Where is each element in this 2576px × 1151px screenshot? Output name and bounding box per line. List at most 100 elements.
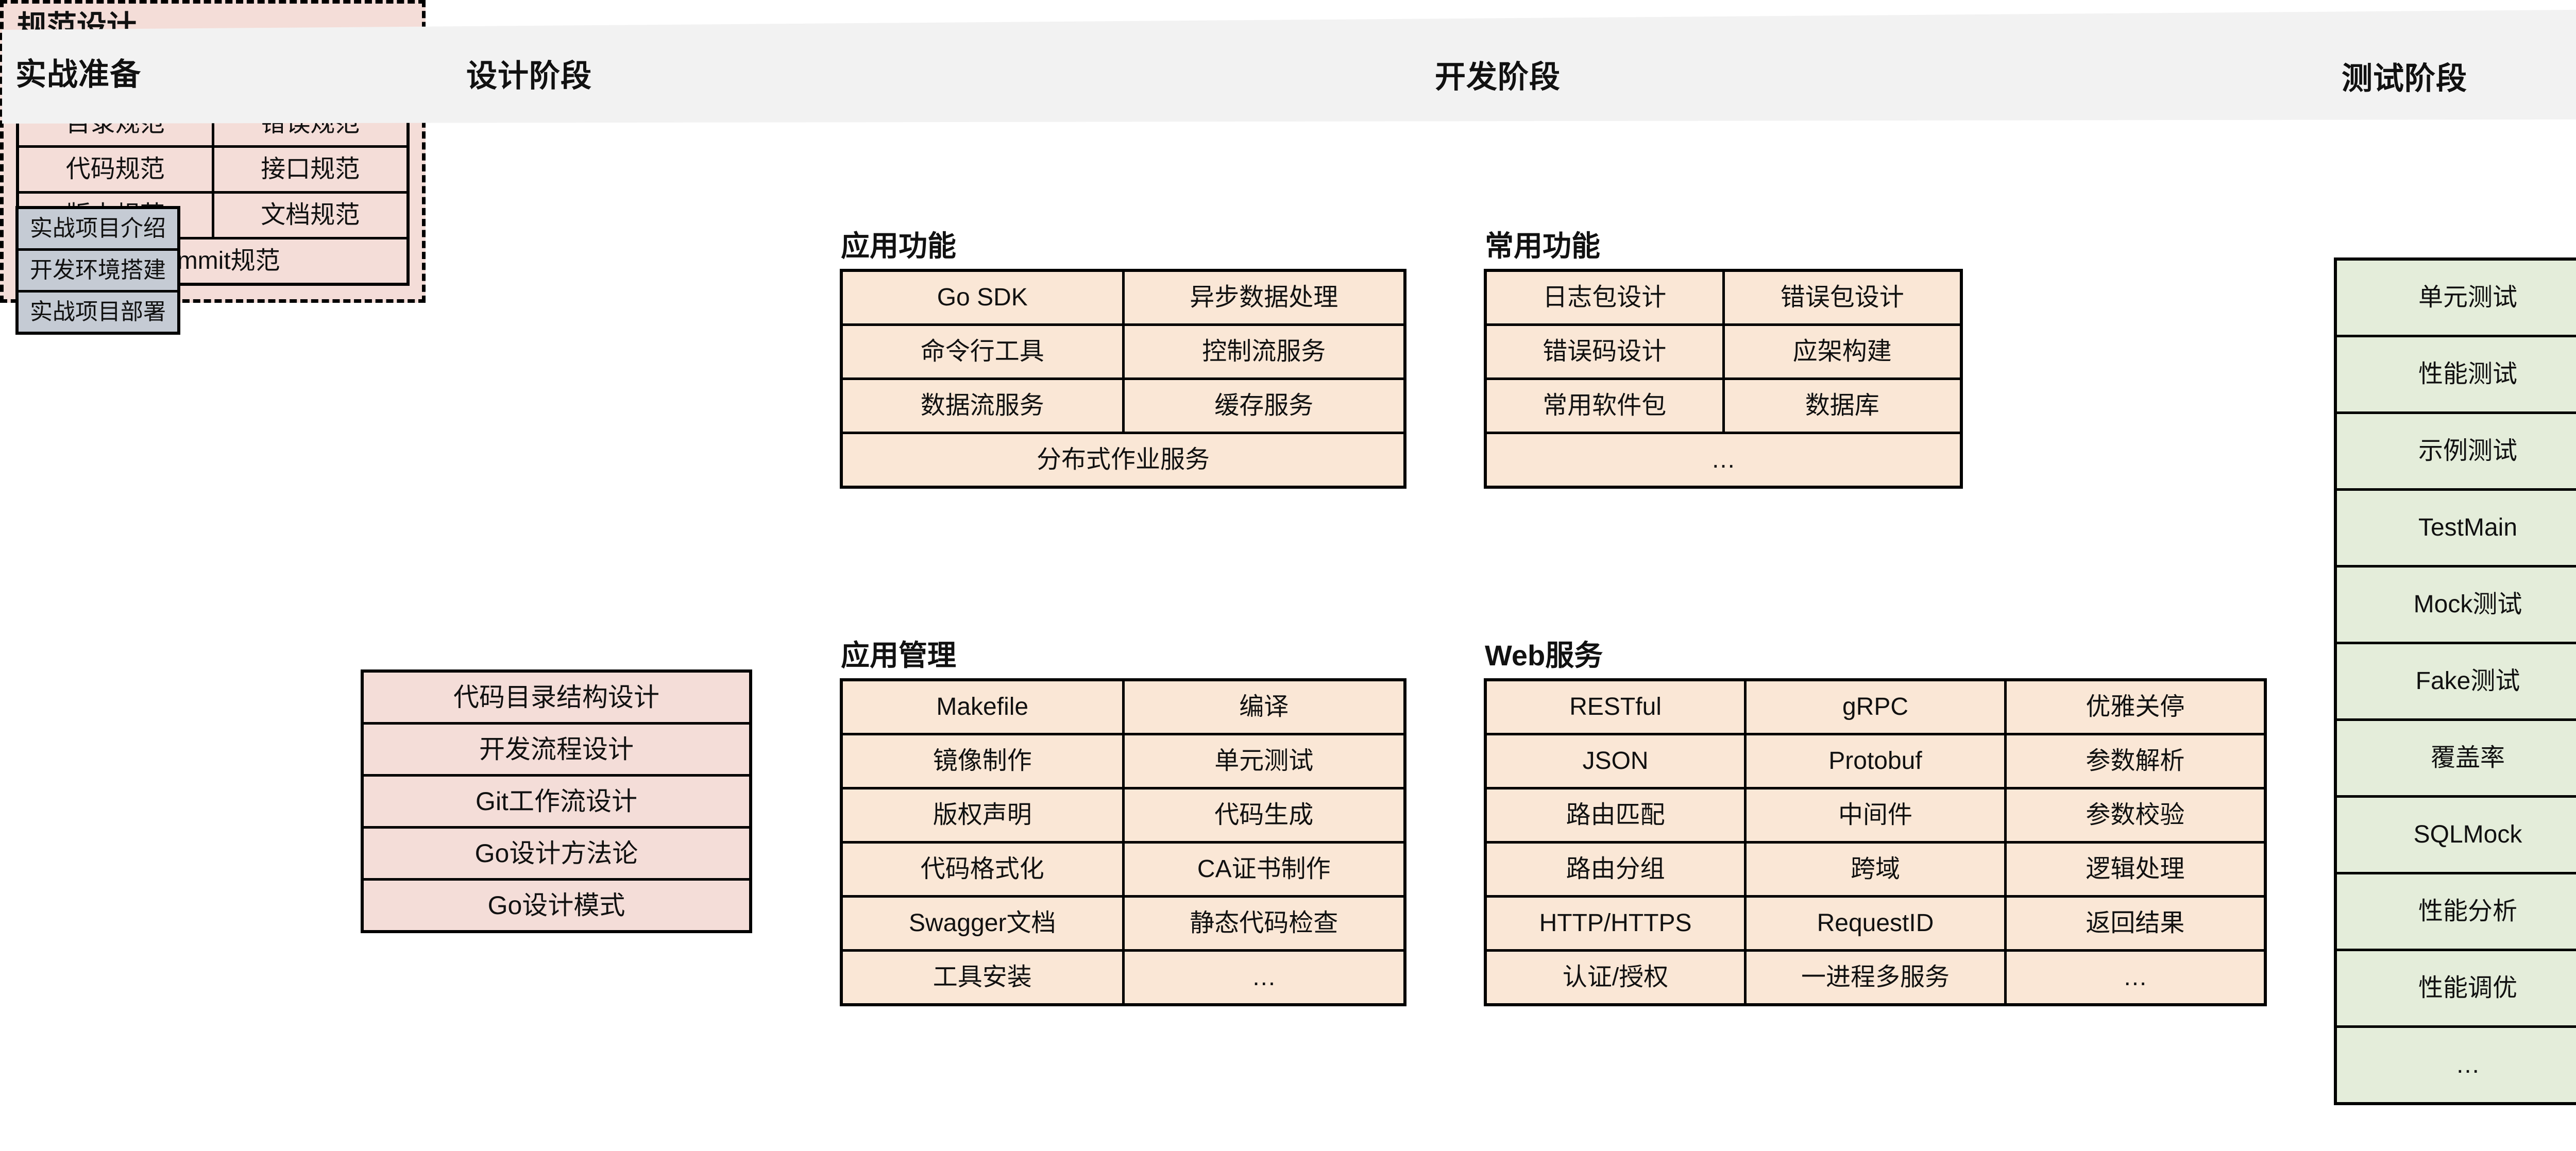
table-row: 分布式作业服务 xyxy=(840,432,1406,489)
table-cell[interactable]: 性能调优 xyxy=(2334,949,2576,1028)
table-cell[interactable]: 代码目录结构设计 xyxy=(361,669,752,725)
table-cell[interactable]: 日志包设计 xyxy=(1484,269,1725,326)
web-service-title: Web服务 xyxy=(1485,639,1603,672)
table-cell[interactable]: 控制流服务 xyxy=(1122,323,1406,380)
table-cell[interactable]: SQLMock xyxy=(2334,795,2576,874)
table-cell[interactable]: 路由匹配 xyxy=(1484,787,1747,844)
table-cell[interactable]: 应架构建 xyxy=(1722,323,1963,380)
table-cell[interactable]: Go设计方法论 xyxy=(361,826,752,881)
table-cell[interactable]: 数据库 xyxy=(1722,377,1963,434)
table-cell[interactable]: CA证书制作 xyxy=(1122,841,1406,898)
phase-label-4[interactable]: 测试阶段 xyxy=(2342,61,2467,96)
table-row: 镜像制作单元测试 xyxy=(840,733,1406,789)
table-row: 日志包设计错误包设计 xyxy=(1484,269,1963,326)
table-cell[interactable]: … xyxy=(1484,432,1963,489)
table-row: Mock测试 xyxy=(2334,565,2576,644)
table-cell[interactable]: Git工作流设计 xyxy=(361,774,752,829)
table-cell[interactable]: … xyxy=(1122,949,1406,1006)
table-cell[interactable]: 路由分组 xyxy=(1484,841,1747,898)
table-cell[interactable]: 跨域 xyxy=(1744,841,2007,898)
table-row: 路由分组跨域逻辑处理 xyxy=(1484,841,2267,898)
table-cell[interactable]: 开发环境搭建 xyxy=(15,248,180,293)
table-cell[interactable]: 工具安装 xyxy=(840,949,1125,1006)
table-cell[interactable]: Fake测试 xyxy=(2334,642,2576,721)
table-row: 常用软件包数据库 xyxy=(1484,377,1963,434)
table-cell[interactable]: 代码格式化 xyxy=(840,841,1125,898)
common-function-title: 常用功能 xyxy=(1485,230,1600,262)
table-row: 性能调优 xyxy=(2334,949,2576,1028)
table-cell[interactable]: 代码规范 xyxy=(16,145,214,194)
table-row: 性能分析 xyxy=(2334,872,2576,951)
table-cell[interactable]: Mock测试 xyxy=(2334,565,2576,644)
table-cell[interactable]: 文档规范 xyxy=(211,191,410,239)
table-cell[interactable]: 单元测试 xyxy=(1122,733,1406,789)
table-cell[interactable]: HTTP/HTTPS xyxy=(1484,895,1747,952)
phase-label-3[interactable]: 开发阶段 xyxy=(1435,60,1561,94)
table-row: 覆盖率 xyxy=(2334,718,2576,798)
table-cell[interactable]: Protobuf xyxy=(1744,733,2007,789)
table-cell[interactable]: 逻辑处理 xyxy=(2004,841,2267,898)
table-cell[interactable]: 错误码设计 xyxy=(1484,323,1725,380)
phase-label-1[interactable]: 实战准备 xyxy=(15,57,141,92)
table-cell[interactable]: 常用软件包 xyxy=(1484,377,1725,434)
table-cell[interactable]: 静态代码检查 xyxy=(1122,895,1406,952)
table-cell[interactable]: 认证/授权 xyxy=(1484,949,1747,1006)
table-cell[interactable]: … xyxy=(2004,949,2267,1006)
table-cell[interactable]: 覆盖率 xyxy=(2334,718,2576,798)
table-cell[interactable]: 返回结果 xyxy=(2004,895,2267,952)
table-cell[interactable]: TestMain xyxy=(2334,488,2576,568)
table-cell[interactable]: Swagger文档 xyxy=(840,895,1125,952)
table-cell[interactable]: 分布式作业服务 xyxy=(840,432,1406,489)
table-cell[interactable]: 性能测试 xyxy=(2334,335,2576,414)
table-cell[interactable]: RESTful xyxy=(1484,678,1747,735)
table-cell[interactable]: RequestID xyxy=(1744,895,2007,952)
table-cell[interactable]: 一进程多服务 xyxy=(1744,949,2007,1006)
table-cell[interactable]: … xyxy=(2334,1025,2576,1105)
table-row: Git工作流设计 xyxy=(361,774,752,829)
table-cell[interactable]: JSON xyxy=(1484,733,1747,789)
table-row: 示例测试 xyxy=(2334,411,2576,491)
table-cell[interactable]: 数据流服务 xyxy=(840,377,1125,434)
table-cell[interactable]: 镜像制作 xyxy=(840,733,1125,789)
intro-table: 实战项目介绍开发环境搭建实战项目部署 xyxy=(15,206,180,335)
table-cell[interactable]: 中间件 xyxy=(1744,787,2007,844)
table-cell[interactable]: Makefile xyxy=(840,678,1125,735)
table-cell[interactable]: 缓存服务 xyxy=(1122,377,1406,434)
table-cell[interactable]: 编译 xyxy=(1122,678,1406,735)
table-row: 性能测试 xyxy=(2334,335,2576,414)
table-cell[interactable]: 代码生成 xyxy=(1122,787,1406,844)
table-row: SQLMock xyxy=(2334,795,2576,874)
table-cell[interactable]: 示例测试 xyxy=(2334,411,2576,491)
table-cell[interactable]: 实战项目部署 xyxy=(15,290,180,335)
table-cell[interactable]: Go设计模式 xyxy=(361,878,752,933)
table-cell[interactable]: 版权声明 xyxy=(840,787,1125,844)
phase-label-2[interactable]: 设计阶段 xyxy=(466,59,592,93)
table-cell[interactable]: gRPC xyxy=(1744,678,2007,735)
table-cell[interactable]: 接口规范 xyxy=(211,145,410,194)
table-cell[interactable]: 性能分析 xyxy=(2334,872,2576,951)
table-row: 实战项目介绍 xyxy=(15,206,180,251)
table-cell[interactable]: 优雅关停 xyxy=(2004,678,2267,735)
table-cell[interactable]: 单元测试 xyxy=(2334,257,2576,337)
table-cell[interactable]: 参数校验 xyxy=(2004,787,2267,844)
table-row: … xyxy=(2334,1025,2576,1105)
table-cell[interactable]: 命令行工具 xyxy=(840,323,1125,380)
table-cell[interactable]: 错误包设计 xyxy=(1722,269,1963,326)
table-cell[interactable]: 参数解析 xyxy=(2004,733,2267,789)
table-cell[interactable]: 开发流程设计 xyxy=(361,722,752,777)
table-cell[interactable]: 实战项目介绍 xyxy=(15,206,180,251)
common-function-table: 日志包设计错误包设计错误码设计应架构建常用软件包数据库… xyxy=(1484,269,1963,489)
table-cell[interactable]: 异步数据处理 xyxy=(1122,269,1406,326)
table-row: 开发环境搭建 xyxy=(15,248,180,293)
table-cell[interactable]: Go SDK xyxy=(840,269,1125,326)
